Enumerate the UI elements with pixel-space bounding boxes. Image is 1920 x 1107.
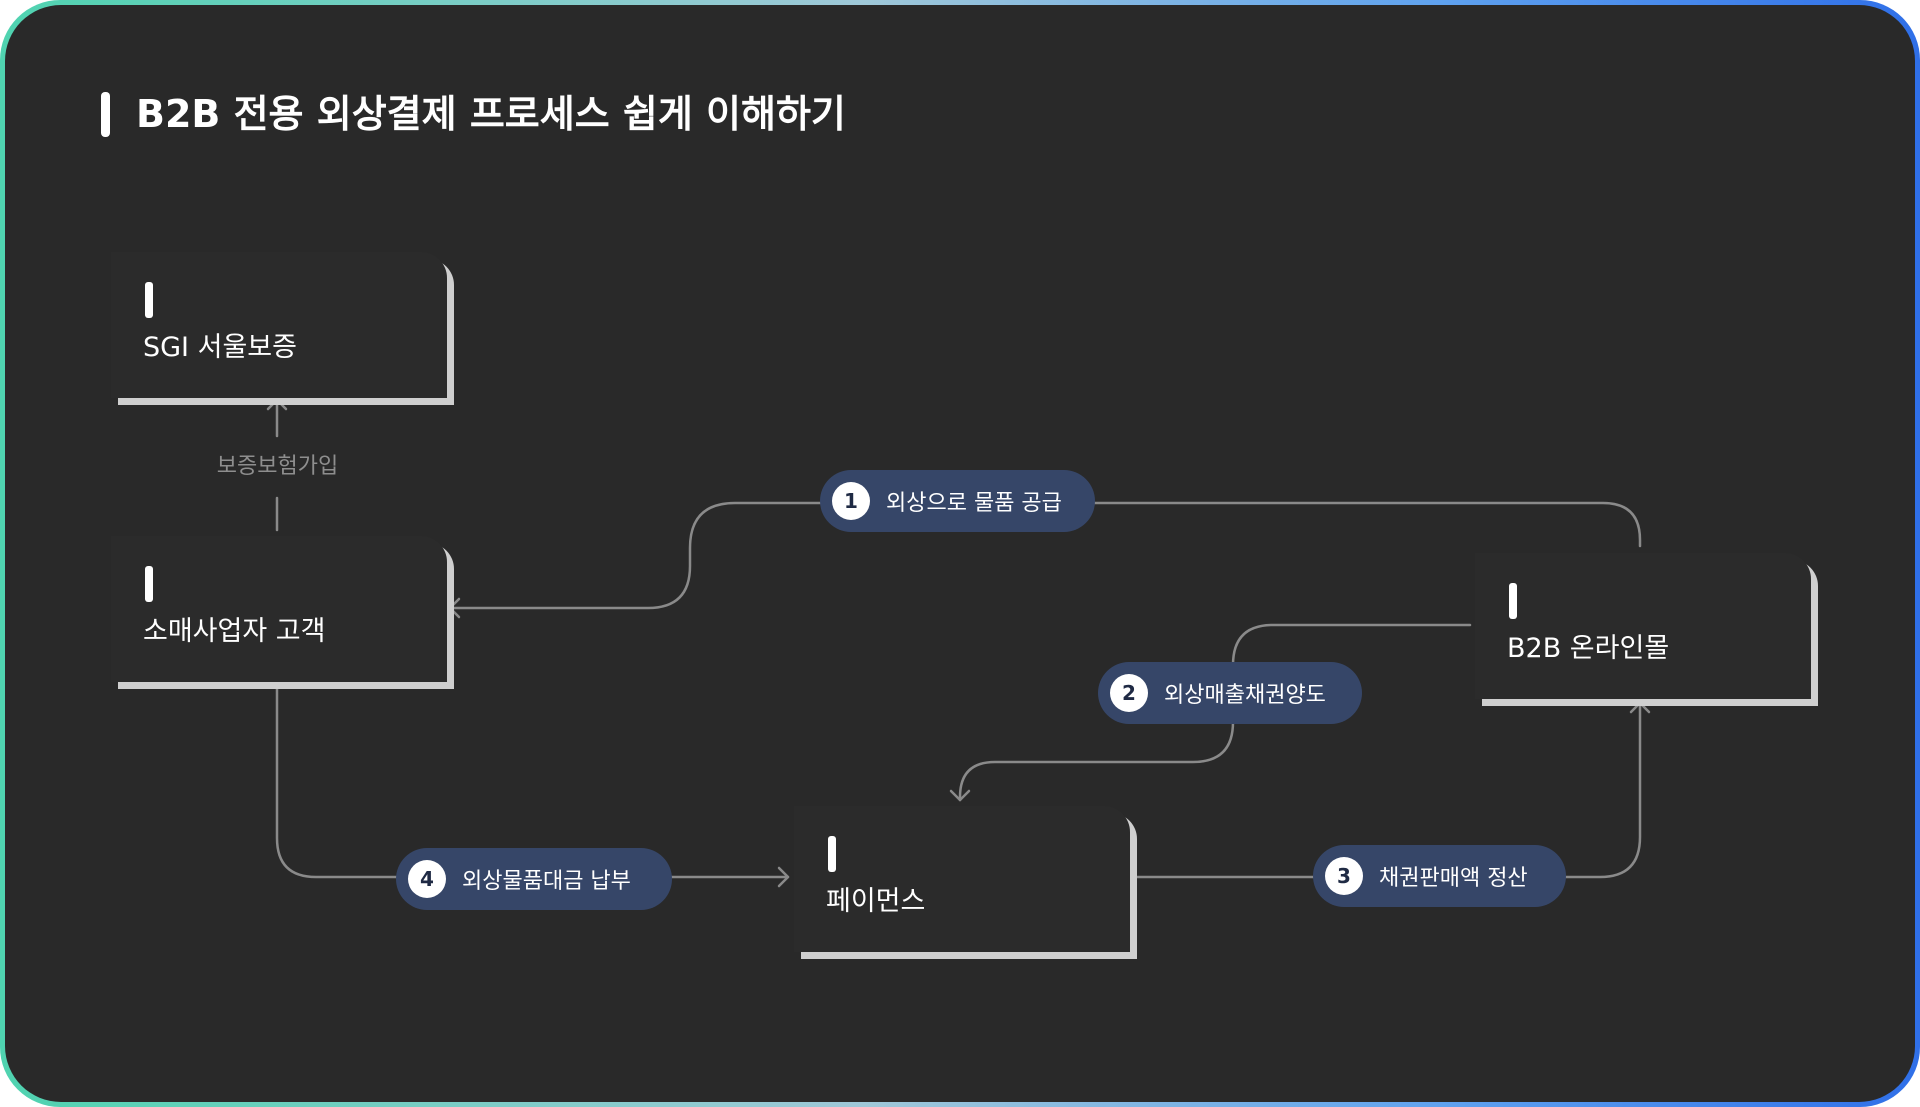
arrowhead-step-2: [949, 789, 971, 802]
step-4-pill: 4 외상물품대금 납부: [396, 848, 672, 910]
step-3-pill: 3 채권판매액 정산: [1313, 845, 1566, 907]
node-label-sgi: SGI 서울보증: [143, 332, 297, 363]
node-accent-bar: [1509, 583, 1517, 619]
step-1-pill: 1 외상으로 물품 공급: [820, 470, 1095, 532]
arrowhead-step-3: [1629, 701, 1651, 714]
connector-step-2: [958, 623, 1472, 802]
node-accent-bar: [145, 282, 153, 318]
node-label-mall: B2B 온라인몰: [1507, 633, 1670, 664]
node-label-retailer: 소매사업자 고객: [143, 616, 326, 647]
node-retailer: 소매사업자 고객: [111, 536, 447, 682]
arrowhead-step-4: [777, 866, 790, 888]
step-number-badge: 2: [1110, 674, 1148, 712]
step-number-badge: 1: [832, 482, 870, 520]
arrowhead-guarantee: [266, 398, 288, 411]
step-label: 외상매출채권양도: [1164, 683, 1326, 708]
connector-step-3: [1129, 701, 1642, 879]
step-number-badge: 4: [408, 860, 446, 898]
step-label: 외상물품대금 납부: [462, 869, 631, 894]
node-paymence: 페이먼스: [794, 806, 1130, 952]
page-title: B2B 전용 외상결제 프로세스 쉽게 이해하기: [136, 92, 846, 136]
step-number-badge: 3: [1325, 857, 1363, 895]
connector-step-4: [275, 686, 790, 879]
guarantee-label: 보증보험가입: [216, 454, 339, 479]
step-2-pill: 2 외상매출채권양도: [1098, 662, 1362, 724]
title-accent-bar: [101, 92, 110, 137]
step-label: 외상으로 물품 공급: [886, 491, 1062, 516]
node-mall: B2B 온라인몰: [1475, 553, 1811, 699]
node-label-paymence: 페이먼스: [826, 886, 926, 917]
arrowhead-step-1: [448, 597, 461, 619]
step-label: 채권판매액 정산: [1379, 866, 1528, 891]
node-accent-bar: [828, 836, 836, 872]
connector-step-1: [448, 501, 1642, 610]
node-accent-bar: [145, 566, 153, 602]
node-sgi: SGI 서울보증: [111, 252, 447, 398]
